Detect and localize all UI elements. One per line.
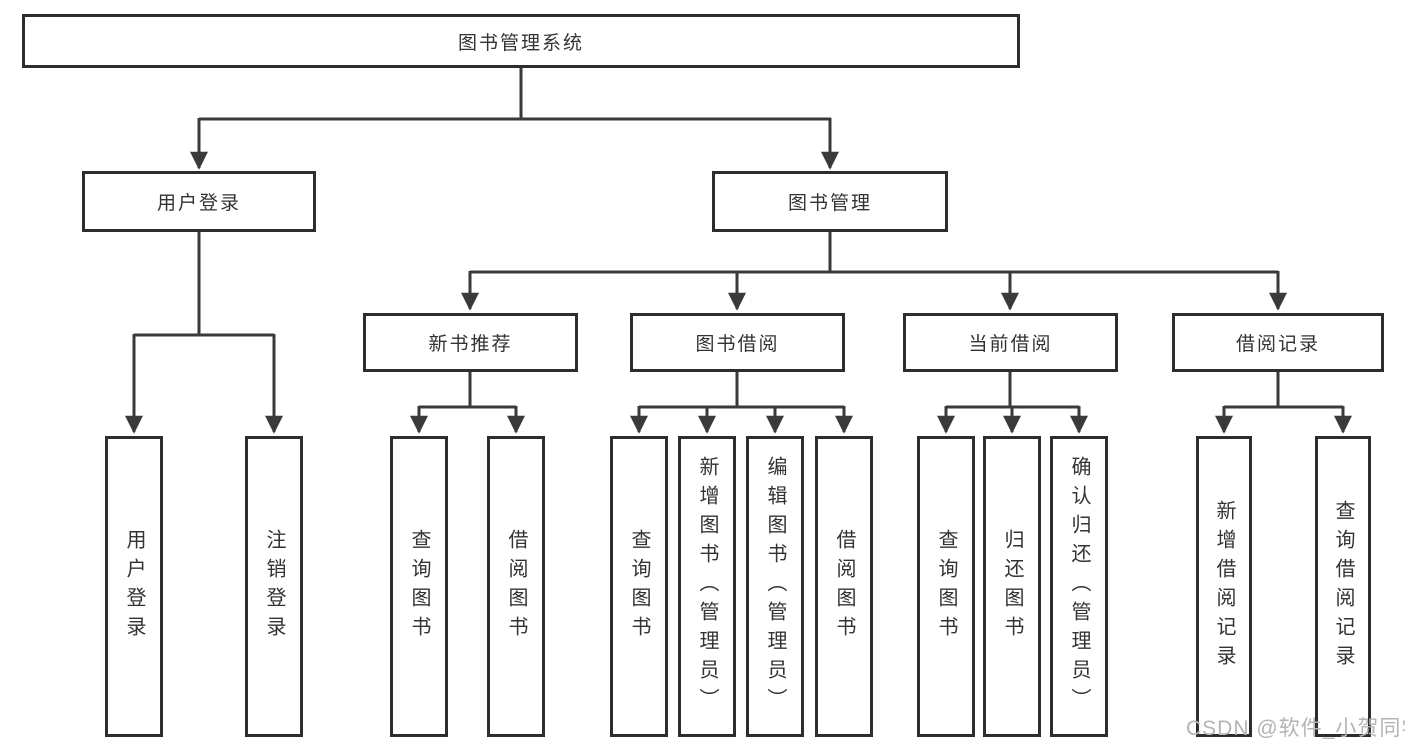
leaf-edit-book-admin: 编辑图书（管理员） — [746, 436, 804, 737]
edge-current-borrowing-to-leaves — [937, 372, 1088, 434]
edge-user-login-to-leaves — [125, 232, 283, 434]
leaf-return-books: 归还图书 — [983, 436, 1041, 737]
csdn-watermark: CSDN @软件_小贺同学 — [1186, 717, 1405, 740]
edge-new-book-recommendation-to-leaves — [410, 372, 525, 434]
leaf-add-borrow-record: 新增借阅记录 — [1196, 436, 1252, 737]
leaf-add-book-admin: 新增图书（管理员） — [678, 436, 736, 737]
node-borrowing-records: 借阅记录 — [1172, 313, 1384, 372]
edge-book-management-to-level3 — [461, 232, 1287, 311]
leaf-logout: 注销登录 — [245, 436, 303, 737]
leaf-query-borrow-record: 查询借阅记录 — [1315, 436, 1371, 737]
node-new-book-recommendation: 新书推荐 — [363, 313, 578, 372]
edge-borrowing-records-to-leaves — [1215, 372, 1352, 434]
node-book-management: 图书管理 — [712, 171, 948, 232]
leaf-query-books-current: 查询图书 — [917, 436, 975, 737]
edge-book-borrowing-to-leaves — [630, 372, 853, 434]
leaf-borrow-books-recommendation: 借阅图书 — [487, 436, 545, 737]
node-library-management-system: 图书管理系统 — [22, 14, 1020, 68]
node-user-login: 用户登录 — [82, 171, 316, 232]
leaf-confirm-return-admin: 确认归还（管理员） — [1050, 436, 1108, 737]
edge-root-to-level2 — [190, 68, 839, 170]
leaf-user-login: 用户登录 — [105, 436, 163, 737]
node-current-borrowing: 当前借阅 — [903, 313, 1118, 372]
leaf-query-books-borrowing: 查询图书 — [610, 436, 668, 737]
leaf-borrow-books: 借阅图书 — [815, 436, 873, 737]
leaf-query-books-recommendation: 查询图书 — [390, 436, 448, 737]
node-book-borrowing: 图书借阅 — [630, 313, 845, 372]
